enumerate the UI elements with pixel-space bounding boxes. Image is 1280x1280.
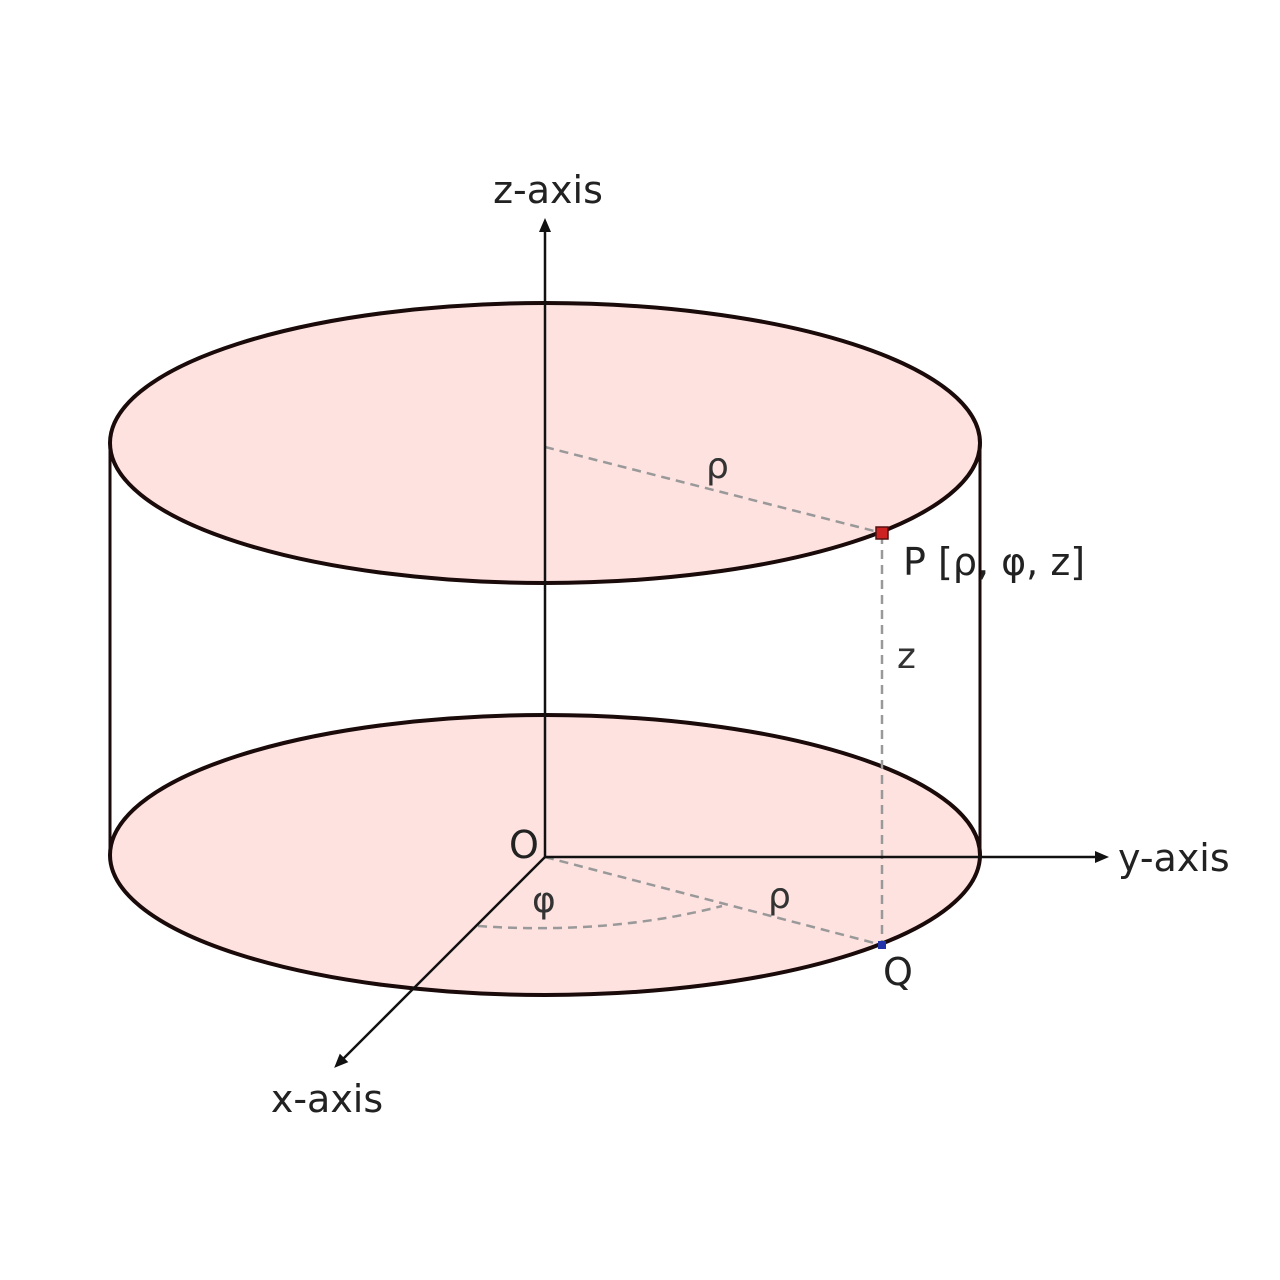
point-p-label: P [ρ, φ, z] bbox=[903, 540, 1085, 584]
point-q-marker bbox=[878, 941, 886, 949]
phi-angle-arc bbox=[477, 904, 723, 930]
rho-top-line bbox=[544, 445, 883, 535]
origin-label: O bbox=[509, 823, 539, 867]
phi-label: φ bbox=[532, 880, 556, 921]
point-p-marker bbox=[875, 526, 889, 540]
z-axis-label: z-axis bbox=[493, 168, 603, 212]
point-q-label: Q bbox=[883, 950, 913, 994]
rho-bottom-line bbox=[544, 855, 883, 947]
x-axis-label: x-axis bbox=[271, 1077, 383, 1121]
z-distance-label: z bbox=[897, 636, 916, 677]
rho-top-label: ρ bbox=[706, 446, 729, 487]
rho-bottom-label: ρ bbox=[768, 876, 791, 917]
y-axis-label: y-axis bbox=[1118, 836, 1230, 880]
x-axis-line bbox=[334, 856, 546, 1068]
